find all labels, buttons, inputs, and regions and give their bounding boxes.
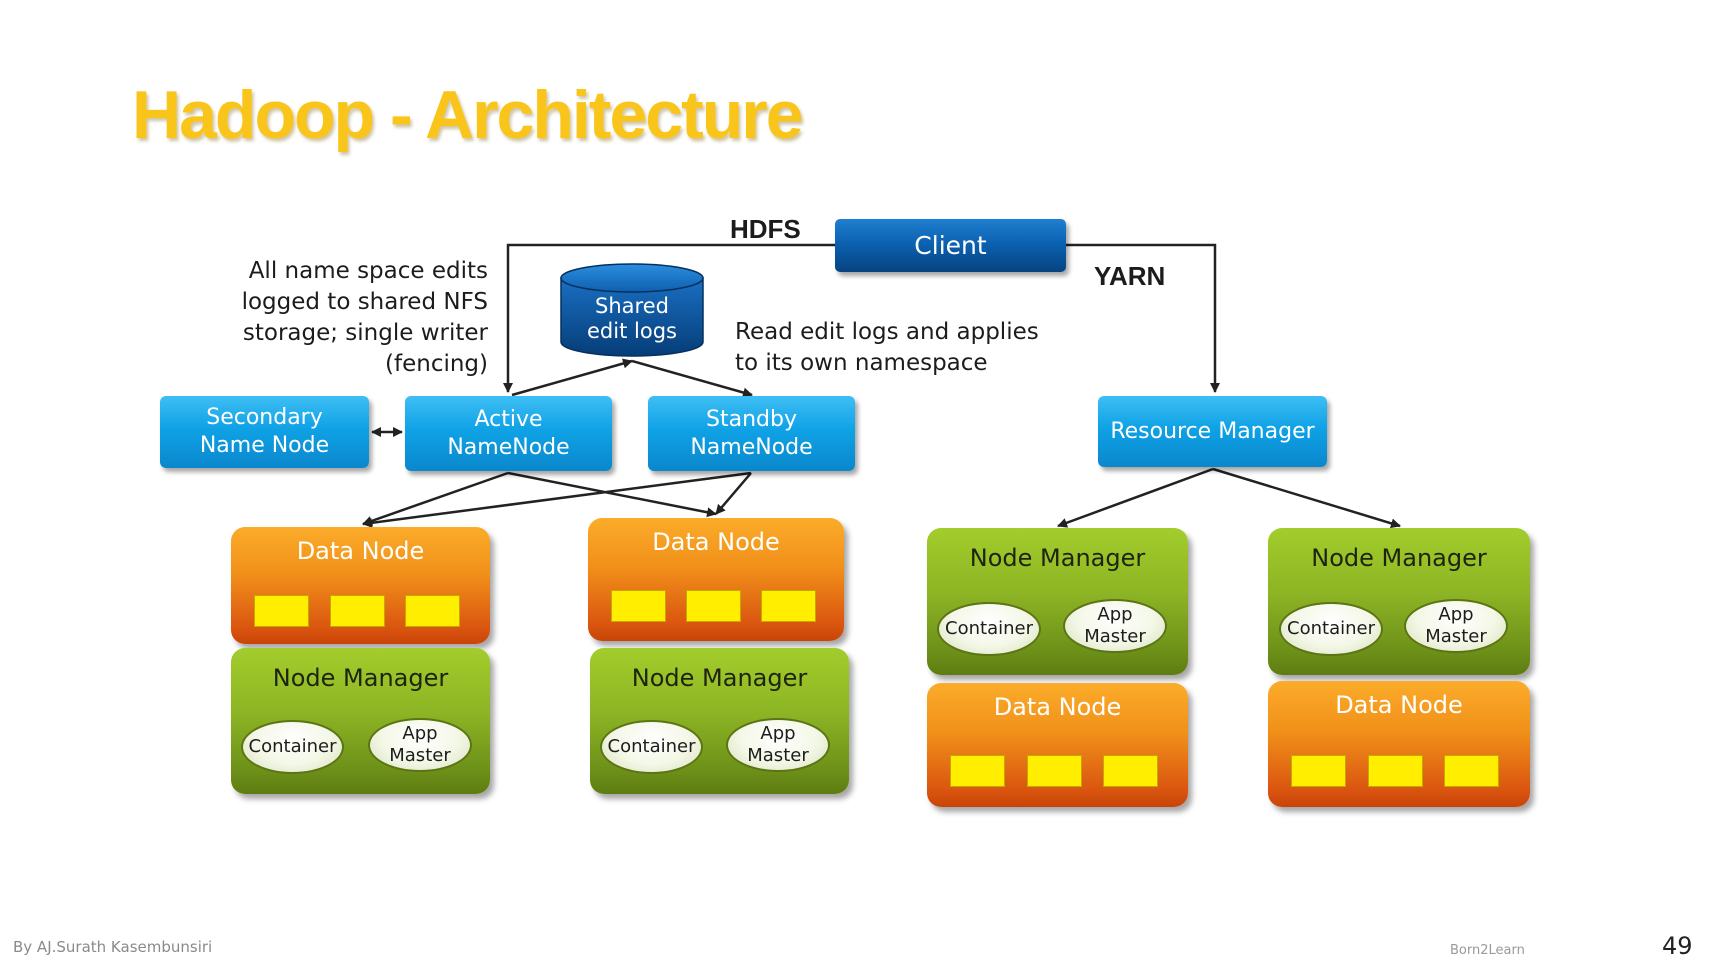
app-master-ellipse: App Master xyxy=(1063,599,1167,653)
shared-edit-logs-line2: edit logs xyxy=(587,319,677,343)
standby-to-dn1-line xyxy=(362,471,752,528)
app-master-ellipse: App Master xyxy=(1404,599,1508,653)
node-manager-box: Node Manager Container App Master xyxy=(927,528,1188,675)
active-namenode-line1: Active xyxy=(474,406,543,432)
data-block xyxy=(1444,755,1499,787)
standby-to-dn2-line xyxy=(715,472,752,515)
data-block xyxy=(761,590,816,622)
container-label: Container xyxy=(607,736,696,757)
data-block xyxy=(686,590,741,622)
container-label: Container xyxy=(248,736,337,757)
note-left-line4: (fencing) xyxy=(385,351,488,377)
data-block xyxy=(1368,755,1423,787)
app-master-line2: Master xyxy=(747,745,809,766)
app-master-line1: App xyxy=(760,723,796,744)
client-label: Client xyxy=(914,231,987,260)
editlogs-to-standby-line xyxy=(631,359,753,398)
data-node-box: Data Node xyxy=(927,683,1188,807)
active-namenode-box: Active NameNode xyxy=(405,396,612,471)
note-right-line1: Read edit logs and applies xyxy=(735,319,1039,345)
rm-to-nm1-line xyxy=(1057,467,1214,528)
node-manager-box: Node Manager Container App Master xyxy=(590,648,849,794)
active-to-dn2-line xyxy=(507,471,717,518)
node-manager-box: Node Manager Container App Master xyxy=(1268,528,1530,675)
active-to-editlogs-line xyxy=(511,358,633,397)
node-manager-box: Node Manager Container App Master xyxy=(231,648,490,794)
client-box: Client xyxy=(835,219,1066,272)
data-block xyxy=(950,755,1005,787)
active-to-dn1-line xyxy=(362,471,509,526)
standby-namenode-line2: NameNode xyxy=(690,434,813,460)
app-master-line1: App xyxy=(1097,604,1133,625)
active-namenode-line2: NameNode xyxy=(447,434,570,460)
hdfs-line xyxy=(503,243,835,393)
data-node-box: Data Node xyxy=(1268,681,1530,807)
node-manager-label: Node Manager xyxy=(631,664,808,692)
data-block xyxy=(1103,755,1158,787)
data-block xyxy=(330,595,385,627)
node-manager-label: Node Manager xyxy=(1311,544,1487,572)
app-master-ellipse: App Master xyxy=(726,718,830,772)
node-manager-label: Node Manager xyxy=(969,544,1146,572)
data-block xyxy=(405,595,460,627)
app-master-line2: Master xyxy=(1084,626,1146,647)
app-master-ellipse: App Master xyxy=(368,718,472,772)
data-block xyxy=(611,590,666,622)
secondary-name-node-box: Secondary Name Node xyxy=(160,396,369,468)
resource-manager-label: Resource Manager xyxy=(1110,418,1315,444)
yarn-line xyxy=(1066,243,1220,393)
container-label: Container xyxy=(1287,618,1375,639)
app-master-line2: Master xyxy=(389,745,451,766)
slide-title: Hadoop - Architecture xyxy=(132,77,804,153)
data-node-box: Data Node xyxy=(588,518,844,641)
standby-namenode-box: Standby NameNode xyxy=(648,396,855,471)
rm-to-nm2-line xyxy=(1212,467,1401,529)
container-ellipse: Container xyxy=(1279,602,1383,656)
note-left-line1: All name space edits xyxy=(248,258,488,284)
data-node-label: Data Node xyxy=(1335,691,1463,719)
app-master-line2: Master xyxy=(1425,626,1487,647)
resource-manager-box: Resource Manager xyxy=(1098,396,1327,467)
note-right-line2: to its own namespace xyxy=(735,350,988,376)
data-node-label: Data Node xyxy=(296,537,425,565)
data-node-label: Data Node xyxy=(993,693,1122,721)
app-master-line1: App xyxy=(1438,604,1474,625)
author-footer: By AJ.Surath Kasembunsiri xyxy=(13,938,213,956)
brand-footer: Born2Learn xyxy=(1450,943,1525,958)
container-label: Container xyxy=(945,618,1033,639)
shared-edit-logs-cylinder: Shared edit logs xyxy=(560,263,704,357)
yarn-label: YARN xyxy=(1094,261,1166,291)
hdfs-label: HDFS xyxy=(730,214,801,244)
node-manager-label: Node Manager xyxy=(272,664,449,692)
container-ellipse: Container xyxy=(600,720,703,774)
data-node-label: Data Node xyxy=(652,528,780,556)
app-master-line1: App xyxy=(402,723,438,744)
note-left-line3: storage; single writer xyxy=(242,320,488,346)
data-node-box: Data Node xyxy=(231,527,490,644)
secondary-name-node-line2: Name Node xyxy=(199,433,330,458)
note-shared-nfs: All name space edits logged to shared NF… xyxy=(230,256,488,380)
data-block xyxy=(1291,755,1346,787)
shared-edit-logs-line1: Shared xyxy=(595,294,669,318)
standby-namenode-line1: Standby xyxy=(706,406,797,432)
note-left-line2: logged to shared NFS xyxy=(241,289,488,315)
data-block xyxy=(1027,755,1082,787)
container-ellipse: Container xyxy=(241,720,344,774)
note-read-edit-logs: Read edit logs and applies to its own na… xyxy=(735,317,1039,379)
container-ellipse: Container xyxy=(937,602,1041,656)
data-block xyxy=(254,595,309,627)
secondary-name-node-line1: Secondary xyxy=(206,405,323,430)
page-number: 49 xyxy=(1662,932,1693,960)
